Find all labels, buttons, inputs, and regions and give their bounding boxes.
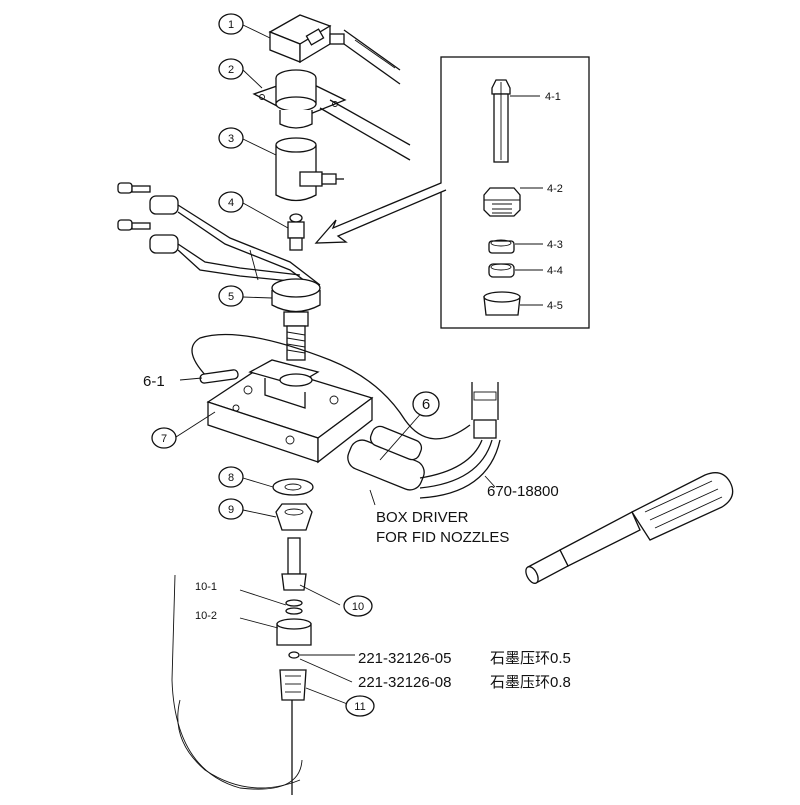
- part-4-jet: [287, 213, 305, 251]
- box-driver-tool: [525, 472, 734, 584]
- ferrule-desc-2: 石墨压环0.8: [490, 674, 571, 691]
- ferrule-desc-1: 石墨压环0.5: [490, 650, 571, 667]
- part-11-column-nut: [279, 669, 307, 701]
- tool-part-number: 670-18800: [487, 483, 559, 500]
- capillary-column: [171, 574, 303, 795]
- part-3-cylinder: [275, 137, 344, 202]
- callout-8: 8: [218, 466, 244, 488]
- part-5-nozzle-base: [271, 278, 321, 361]
- ferrule-part-1: 221-32126-05: [358, 650, 451, 667]
- ferrule-note-1: 221-32126-05 石墨压环0.5: [358, 650, 571, 667]
- gas-lines: [117, 182, 321, 293]
- tool-name-line2: FOR FID NOZZLES: [376, 529, 509, 546]
- ferrule-note-2: 221-32126-08 石墨压环0.8: [358, 674, 571, 691]
- main-assembly: 1 2 3 4 5 6 7 8: [117, 13, 734, 795]
- part-2-collector: [252, 69, 411, 161]
- svg-text:6: 6: [422, 396, 430, 413]
- part-4-5-sleeve: [483, 291, 521, 316]
- callout-7: 7: [151, 427, 177, 449]
- callout-1: 1: [218, 13, 244, 35]
- part-1-fitting-block: [268, 14, 401, 85]
- part-4-4-ring: [488, 263, 515, 278]
- label-4-2: 4-2: [547, 183, 563, 195]
- callout-11: 11: [345, 695, 375, 717]
- part-4-2-nut: [483, 187, 521, 217]
- ferrule-part-2: 221-32126-08: [358, 674, 451, 691]
- callout-2: 2: [218, 58, 244, 80]
- callout-10: 10: [343, 595, 373, 617]
- callout-4: 4: [218, 191, 244, 213]
- part-8-washer: [272, 478, 314, 496]
- svg-text:11: 11: [354, 701, 365, 713]
- inset-pointer-arrow: [314, 182, 447, 244]
- part-6-1-heater-wire: [191, 333, 471, 440]
- label-4-3: 4-3: [547, 239, 563, 251]
- tool-name-line1: BOX DRIVER: [376, 509, 469, 526]
- callout-9: 9: [218, 498, 244, 520]
- svg-text:4: 4: [228, 197, 234, 209]
- callout-leaders: [175, 24, 496, 706]
- svg-text:1: 1: [228, 19, 234, 31]
- label-4-1: 4-1: [545, 91, 561, 103]
- part-10-adapter: [276, 537, 312, 659]
- part-4-3-ring: [488, 239, 515, 254]
- part-7-base-block: [206, 359, 374, 464]
- part-9-nut: [275, 503, 313, 531]
- nozzle-inset-box: 4-1 4-2 4-3 4-4 4-5: [314, 56, 590, 329]
- label-6-1: 6-1: [143, 373, 165, 390]
- svg-text:10: 10: [352, 601, 364, 613]
- label-10-2: 10-2: [195, 610, 217, 622]
- part-6-ignitor: [347, 382, 501, 499]
- svg-text:2: 2: [228, 64, 234, 76]
- svg-text:5: 5: [228, 291, 234, 303]
- callout-6: 6: [412, 391, 440, 417]
- callout-3: 3: [218, 127, 244, 149]
- svg-text:9: 9: [228, 504, 234, 516]
- svg-text:7: 7: [161, 433, 167, 445]
- part-4-1-jet: [491, 79, 511, 163]
- label-10-1: 10-1: [195, 581, 217, 593]
- callout-5: 5: [218, 285, 244, 307]
- svg-text:8: 8: [228, 472, 234, 484]
- label-4-5: 4-5: [547, 300, 563, 312]
- svg-text:3: 3: [228, 133, 234, 145]
- label-4-4: 4-4: [547, 265, 563, 277]
